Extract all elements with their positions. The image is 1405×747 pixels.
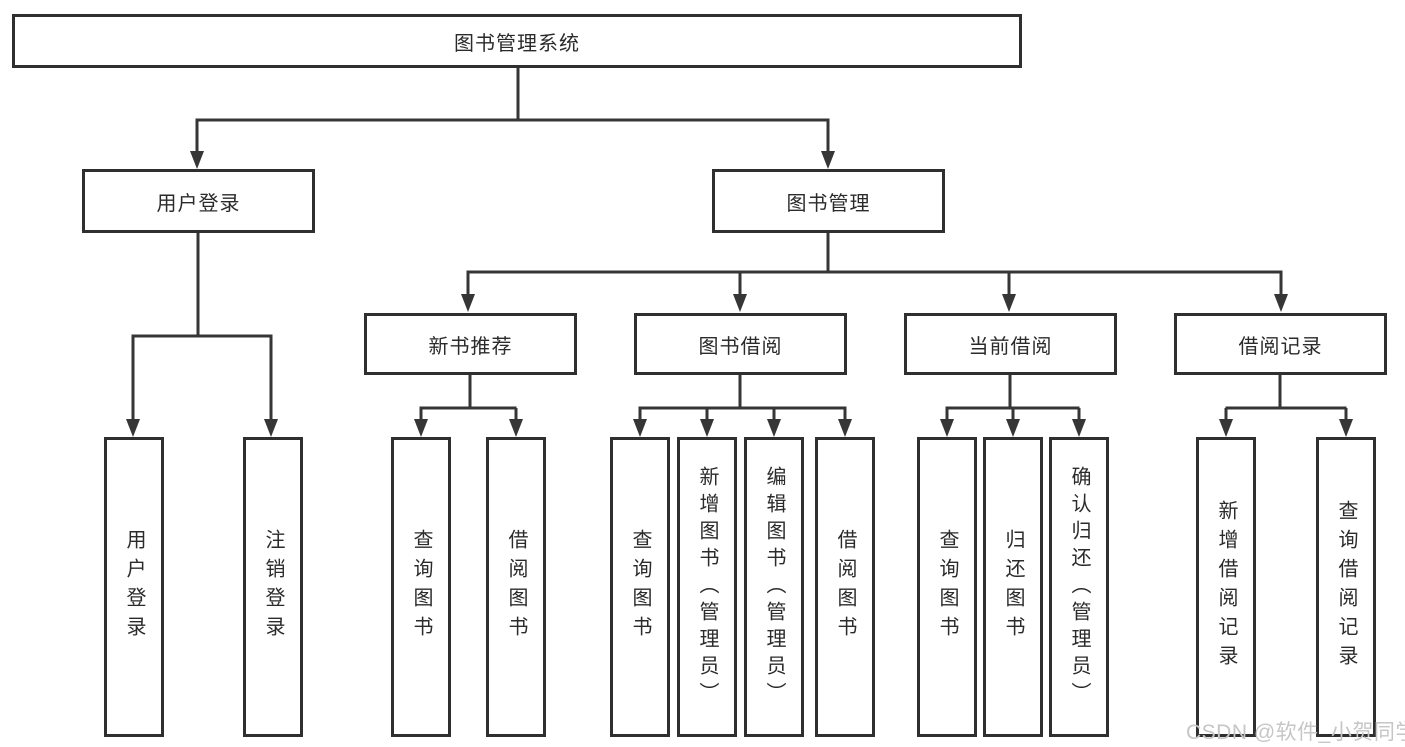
node-current-borrow-label: 当前借阅 xyxy=(968,335,1053,358)
leaf-query-borrow-record-label: 查询借阅记录 xyxy=(1335,500,1357,674)
leaf-edit-book-label: 编辑图书（管理员） xyxy=(763,465,785,709)
leaf-confirm-return: 确认归还（管理员） xyxy=(1049,437,1109,737)
node-book-management: 图书管理 xyxy=(712,169,945,233)
leaf-query-borrow-record: 查询借阅记录 xyxy=(1316,437,1376,737)
leaf-edit-book: 编辑图书（管理员） xyxy=(744,437,804,737)
leaf-return-book-label: 归还图书 xyxy=(1002,529,1024,645)
leaf-logout-label: 注销登录 xyxy=(262,529,284,645)
leaf-logout: 注销登录 xyxy=(243,437,303,737)
leaf-query-book-3-label: 查询图书 xyxy=(936,529,958,645)
leaf-add-book-label: 新增图书（管理员） xyxy=(696,465,718,709)
leaf-user-login-label: 用户登录 xyxy=(123,529,145,645)
node-root-label: 图书管理系统 xyxy=(454,32,580,55)
node-borrow-record: 借阅记录 xyxy=(1174,313,1387,375)
leaf-borrow-book-2: 借阅图书 xyxy=(815,437,875,737)
leaf-return-book: 归还图书 xyxy=(983,437,1043,737)
leaf-confirm-return-label: 确认归还（管理员） xyxy=(1068,465,1090,709)
node-current-borrow: 当前借阅 xyxy=(904,313,1117,375)
node-book-management-label: 图书管理 xyxy=(786,192,871,215)
node-borrow-record-label: 借阅记录 xyxy=(1238,335,1323,358)
leaf-borrow-book-1-label: 借阅图书 xyxy=(505,529,527,645)
watermark: CSDN @软件_小贺同学 xyxy=(1186,721,1405,744)
leaf-borrow-book-2-label: 借阅图书 xyxy=(834,529,856,645)
node-user-login: 用户登录 xyxy=(82,169,315,233)
node-book-borrow-label: 图书借阅 xyxy=(698,335,783,358)
node-root: 图书管理系统 xyxy=(12,14,1022,68)
leaf-query-book-1-label: 查询图书 xyxy=(410,529,432,645)
leaf-add-borrow-record: 新增借阅记录 xyxy=(1196,437,1256,737)
leaf-query-book-1: 查询图书 xyxy=(391,437,451,737)
node-user-login-label: 用户登录 xyxy=(156,192,241,215)
leaf-query-book-3: 查询图书 xyxy=(917,437,977,737)
leaf-add-borrow-record-label: 新增借阅记录 xyxy=(1215,500,1237,674)
leaf-add-book: 新增图书（管理员） xyxy=(677,437,737,737)
node-book-borrow: 图书借阅 xyxy=(634,313,847,375)
node-new-book-recommend-label: 新书推荐 xyxy=(428,335,513,358)
leaf-query-book-2-label: 查询图书 xyxy=(629,529,651,645)
leaf-query-book-2: 查询图书 xyxy=(610,437,670,737)
leaf-user-login: 用户登录 xyxy=(104,437,164,737)
node-new-book-recommend: 新书推荐 xyxy=(364,313,577,375)
leaf-borrow-book-1: 借阅图书 xyxy=(486,437,546,737)
